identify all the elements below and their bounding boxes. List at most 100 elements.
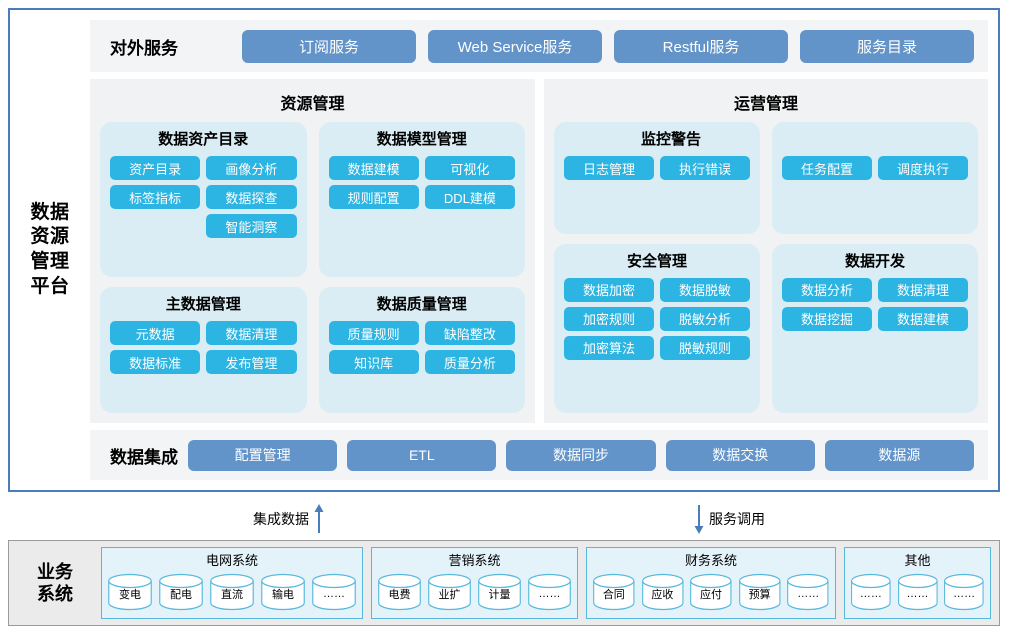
database-icon[interactable]: ……: [943, 573, 985, 611]
pill-execution-error[interactable]: 执行错误: [660, 156, 750, 180]
database-icon[interactable]: 电费: [377, 573, 422, 611]
pill-quality-analysis[interactable]: 质量分析: [424, 350, 515, 374]
card-monitoring-alert: 监控警告 日志管理 执行错误: [554, 122, 760, 234]
pill-data-standard[interactable]: 数据标准: [110, 350, 201, 374]
cylinder-icon: [787, 573, 829, 611]
pill-quality-rule[interactable]: 质量规则: [328, 321, 419, 345]
external-services-bar: 对外服务 订阅服务 Web Service服务 Restful服务 服务目录: [90, 20, 988, 72]
business-group-other: 其他 …… …… ……: [844, 547, 991, 619]
card-data-quality-management: 数据质量管理 质量规则 缺陷整改 知识库 质量分析: [318, 287, 525, 413]
database-icon[interactable]: 变电: [107, 573, 153, 611]
external-service-item-3[interactable]: 服务目录: [800, 29, 974, 63]
pill-publish-management[interactable]: 发布管理: [206, 350, 297, 374]
database-icon[interactable]: 计量: [477, 573, 522, 611]
external-service-item-2[interactable]: Restful服务: [614, 29, 788, 63]
pill-data-mining[interactable]: 数据挖掘: [782, 306, 872, 331]
resource-management-cards: 数据资产目录 资产目录 画像分析 标签指标 数据探查 智能洞察: [100, 122, 525, 413]
database-row: 电费 业扩 计量 ……: [377, 570, 572, 614]
pill-data-masking[interactable]: 数据脱敏: [660, 277, 750, 302]
pill-portrait-analysis[interactable]: 画像分析: [206, 156, 297, 180]
database-label: ……: [906, 588, 929, 600]
card-security-management: 安全管理 数据加密 数据脱敏 加密规则 脱敏分析 加密算法 脱敏规则: [554, 243, 760, 413]
database-icon[interactable]: ……: [850, 573, 892, 611]
platform-side-label: 数据资源管理平台: [10, 10, 90, 490]
external-service-item-1[interactable]: Web Service服务: [428, 29, 602, 63]
database-row: …… …… ……: [850, 570, 985, 614]
pill-data-exploration[interactable]: 数据探查: [206, 185, 297, 209]
data-integration-title: 数据集成: [110, 447, 178, 467]
pill-masking-rule[interactable]: 脱敏规则: [660, 335, 750, 360]
database-icon[interactable]: ……: [311, 573, 357, 611]
pill-rule-config[interactable]: 规则配置: [328, 185, 419, 209]
pill-encryption-rule[interactable]: 加密规则: [564, 306, 654, 331]
database-icon[interactable]: 应付: [689, 573, 733, 611]
database-icon[interactable]: ……: [527, 573, 572, 611]
platform-body: 对外服务 订阅服务 Web Service服务 Restful服务 服务目录 资…: [90, 10, 998, 490]
database-icon[interactable]: 预算: [738, 573, 782, 611]
external-service-item-0[interactable]: 订阅服务: [242, 29, 416, 63]
integration-item-source[interactable]: 数据源: [824, 439, 975, 471]
database-label: 预算: [748, 589, 771, 601]
pill-defect-rectification[interactable]: 缺陷整改: [424, 321, 515, 345]
business-group-finance: 财务系统 合同 应收 应付 预算: [586, 547, 836, 619]
pill-masking-analysis[interactable]: 脱敏分析: [660, 306, 750, 331]
database-label: 业扩: [438, 589, 461, 601]
connector-label-service-call: 服务调用: [709, 511, 765, 527]
card-title: 数据资产目录: [158, 131, 249, 148]
pill-data-cleaning-dev[interactable]: 数据清理: [878, 277, 968, 302]
database-icon[interactable]: 直流: [209, 573, 255, 611]
cylinder-icon: [478, 573, 521, 611]
pill-tag-indicator[interactable]: 标签指标: [110, 185, 201, 209]
card-pill-group: 数据加密 数据脱敏 加密规则 脱敏分析 加密算法 脱敏规则: [564, 277, 750, 404]
integration-item-sync[interactable]: 数据同步: [506, 439, 656, 471]
pill-knowledge-base[interactable]: 知识库: [328, 350, 419, 374]
card-title: 数据模型管理: [376, 131, 467, 148]
card-pill-group: 元数据 数据清理 数据标准 发布管理: [110, 321, 297, 403]
pill-ddl-modeling[interactable]: DDL建模: [424, 185, 515, 209]
cylinder-icon: [378, 573, 421, 611]
database-label: ……: [953, 588, 976, 600]
database-icon[interactable]: 输电: [260, 573, 306, 611]
integration-item-config[interactable]: 配置管理: [188, 439, 338, 471]
pill-encryption-algorithm[interactable]: 加密算法: [564, 335, 654, 360]
card-title: 数据质量管理: [376, 296, 467, 313]
pill-data-modeling-dev[interactable]: 数据建模: [878, 306, 968, 331]
platform-title: 数据资源管理平台: [30, 201, 70, 297]
pill-smart-insight[interactable]: 智能洞察: [206, 214, 297, 238]
integration-item-etl[interactable]: ETL: [347, 439, 497, 471]
pill-metadata[interactable]: 元数据: [110, 321, 201, 345]
integration-item-exchange[interactable]: 数据交换: [665, 439, 815, 471]
database-icon[interactable]: 业扩: [427, 573, 472, 611]
pill-log-management[interactable]: 日志管理: [564, 156, 654, 180]
database-icon[interactable]: 应收: [641, 573, 685, 611]
pill-schedule-execution[interactable]: 调度执行: [878, 156, 968, 180]
pill-data-analysis[interactable]: 数据分析: [782, 277, 872, 302]
cylinder-icon: [690, 573, 732, 611]
card-title: 监控警告: [640, 131, 701, 148]
card-pill-group: 质量规则 缺陷整改 知识库 质量分析: [328, 321, 515, 403]
cylinder-icon: [108, 573, 152, 611]
pill-visualization[interactable]: 可视化: [424, 156, 515, 180]
business-systems-frame: 业务系统 电网系统 变电 配电 直流 输电: [8, 540, 1000, 626]
business-group-title: 其他: [904, 553, 931, 568]
card-pill-group: 数据建模 可视化 规则配置 DDL建模: [328, 156, 515, 267]
pill-data-encryption[interactable]: 数据加密: [564, 277, 654, 302]
arrow-up-icon: [314, 504, 324, 533]
database-icon[interactable]: ……: [897, 573, 939, 611]
database-label: ……: [797, 588, 820, 600]
database-icon[interactable]: ……: [786, 573, 830, 611]
operations-management-title: 运营管理: [733, 96, 798, 113]
database-icon[interactable]: 合同: [592, 573, 636, 611]
business-systems-side-label: 业务系统: [17, 547, 93, 619]
pill-data-modeling[interactable]: 数据建模: [328, 156, 419, 180]
database-icon[interactable]: 配电: [158, 573, 204, 611]
cylinder-icon: [428, 573, 471, 611]
pill-asset-catalog[interactable]: 资产目录: [110, 156, 201, 180]
resource-management-title: 资源管理: [280, 96, 345, 113]
database-label: 配电: [170, 589, 192, 601]
pill-task-config[interactable]: 任务配置: [782, 156, 872, 180]
cylinder-icon: [738, 573, 781, 611]
database-label: 直流: [221, 589, 243, 601]
database-label: ……: [859, 588, 882, 600]
pill-data-cleaning[interactable]: 数据清理: [206, 321, 297, 345]
